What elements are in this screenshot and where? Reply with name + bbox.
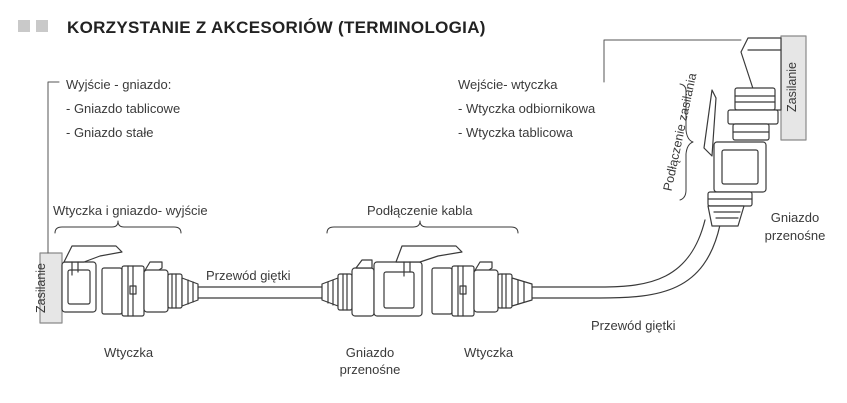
brace-plug-socket-output [54, 220, 182, 234]
label-plug-socket-output: Wtyczka i gniazdo- wyjście [53, 203, 208, 218]
label-output-heading: Wyjście - gniazdo: [66, 77, 172, 92]
label-output-item-2: - Gniazdo stałe [66, 125, 154, 140]
decor-square-1 [18, 20, 30, 32]
brace-power-connection [679, 83, 694, 201]
label-flex-cable-1: Przewód giętki [206, 268, 291, 283]
flex-cable-right [531, 219, 721, 299]
decor-square-2 [36, 20, 48, 32]
diagram-title: KORZYSTANIE Z AKCESORIÓW (TERMINOLOGIA) [67, 18, 486, 37]
label-flex-cable-2: Przewód giętki [591, 318, 676, 333]
label-input-item-1: - Wtyczka odbiornikowa [458, 101, 596, 116]
label-cable-connection: Podłączenie kabla [367, 203, 473, 218]
label-input-item-2: - Wtyczka tablicowa [458, 125, 573, 140]
plug-middle [431, 261, 533, 317]
label-portable-socket-right-2: przenośne [764, 228, 826, 243]
label-portable-socket-mid-2: przenośne [339, 362, 401, 377]
plug-right-vertical [727, 37, 782, 141]
label-portable-socket-mid-1: Gniazdo [345, 345, 395, 360]
portable-socket-middle [321, 245, 463, 317]
flex-cable-left [197, 286, 323, 299]
label-power-left: Zasilanie [34, 262, 48, 314]
label-input-heading: Wejście- wtyczka [458, 77, 558, 92]
brace-cable-connection [326, 220, 519, 234]
plug-left [101, 261, 199, 317]
label-output-item-1: - Gniazdo tablicowe [66, 101, 181, 116]
portable-socket-right [703, 89, 767, 227]
label-power-right: Zasilanie [785, 61, 799, 113]
leader-line-output [47, 81, 60, 254]
label-portable-socket-right-1: Gniazdo [770, 210, 820, 225]
label-plug-left: Wtyczka [104, 345, 154, 360]
label-plug-mid: Wtyczka [464, 345, 514, 360]
leader-line-input [603, 39, 742, 83]
socket-panel-left [61, 245, 123, 313]
